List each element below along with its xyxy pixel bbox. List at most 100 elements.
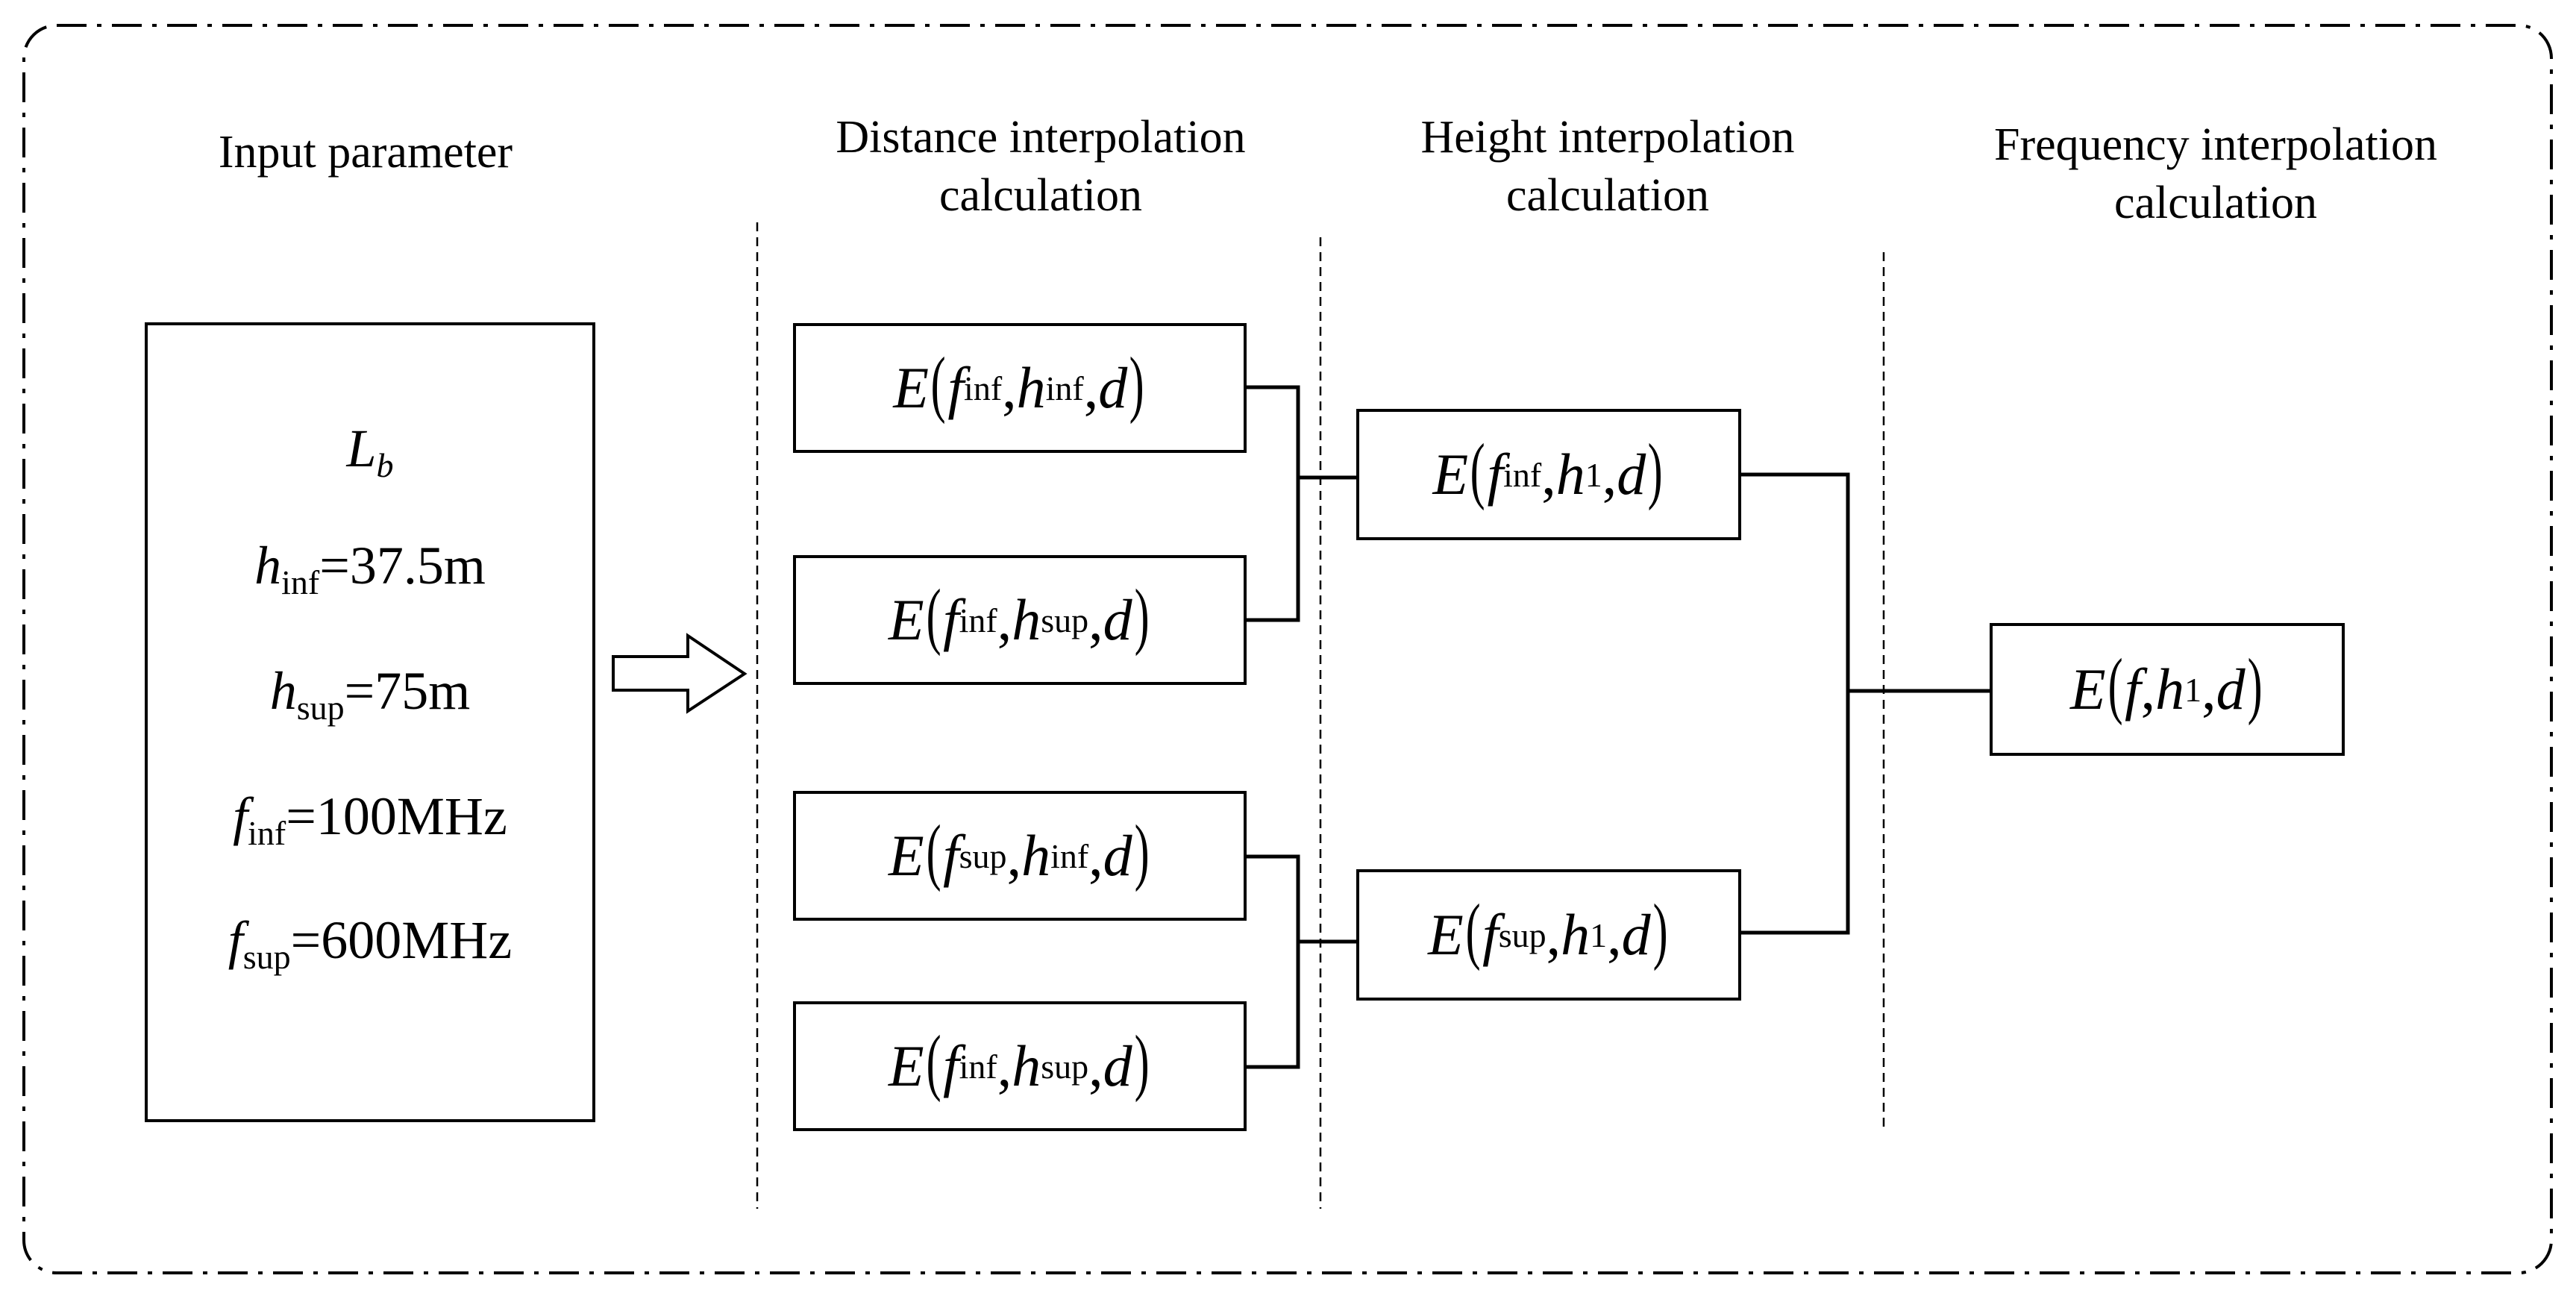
connector-height-to-frequency — [1739, 472, 1990, 935]
header-input-parameter: Input parameter — [218, 127, 513, 178]
formula-symbol: , — [1602, 442, 1617, 507]
formula-paren: ( — [930, 342, 946, 425]
formula-symbol: , — [1083, 355, 1099, 420]
formula-symbol: h — [1016, 355, 1046, 420]
formula-symbol: , — [1002, 355, 1017, 420]
param-part: f — [228, 910, 243, 970]
param-lb: Lb — [148, 415, 592, 499]
formula-symbol: d — [1621, 902, 1651, 967]
formula-symbol: h — [1561, 902, 1591, 967]
formula-paren: ) — [1129, 342, 1144, 425]
param-part: =75m — [344, 661, 471, 721]
formula-paren: ) — [1134, 574, 1150, 657]
formula-subscript: 1 — [1585, 455, 1602, 494]
formula-symbol: f — [942, 823, 959, 888]
formula-symbol: , — [997, 1033, 1012, 1098]
formula-subscript: 1 — [2184, 670, 2202, 709]
param-part: L — [346, 419, 377, 478]
formula-symbol: d — [1103, 823, 1132, 888]
formula-subscript: sup — [1041, 601, 1089, 639]
formula-paren: ( — [1465, 889, 1481, 971]
formula-paren: ( — [926, 810, 941, 892]
formula-paren: ( — [926, 1020, 941, 1103]
formula-symbol: f — [947, 355, 965, 420]
formula-symbol: h — [1012, 1033, 1041, 1098]
formula-subscript: inf — [959, 1047, 997, 1086]
param-part: =37.5m — [319, 536, 486, 595]
formula-symbol: f — [1482, 902, 1499, 967]
formula-symbol: , — [1088, 823, 1103, 888]
formula-symbol: f — [942, 587, 959, 652]
param-h-inf: hinf=37.5m — [148, 532, 592, 616]
param-subscript: sup — [242, 938, 291, 976]
formula-symbol: E — [893, 355, 930, 420]
param-h-sup: hsup=75m — [148, 657, 592, 742]
header-distance-interpolation: Distance interpolation calculation — [836, 112, 1246, 221]
formula-symbol: f — [2124, 657, 2141, 722]
formula-symbol: d — [1103, 587, 1132, 652]
formula-symbol: d — [1103, 1033, 1132, 1098]
formula-subscript: inf — [964, 369, 1003, 407]
formula-symbol: , — [1541, 442, 1556, 507]
param-part: =600MHz — [290, 910, 513, 970]
connector-bottom-pair — [1244, 854, 1356, 1069]
param-part: h — [269, 661, 297, 721]
formula-symbol: h — [1012, 587, 1041, 652]
formula-paren: ( — [926, 574, 941, 657]
formula-symbol: h — [2155, 657, 2185, 722]
formula-subscript: inf — [1503, 455, 1542, 494]
formula-symbol: d — [1617, 442, 1646, 507]
param-part: h — [254, 536, 282, 595]
formula-symbol: , — [997, 587, 1012, 652]
formula-symbol: h — [1021, 823, 1051, 888]
formula-subscript: inf — [1050, 836, 1089, 875]
header-height-interpolation: Height interpolation calculation — [1420, 112, 1795, 221]
formula-symbol: , — [1088, 587, 1103, 652]
formula-paren: ( — [2108, 643, 2123, 726]
formula-symbol: , — [2140, 657, 2156, 722]
formula-symbol: h — [1555, 442, 1585, 507]
formula-symbol: d — [1098, 355, 1128, 420]
formula-subscript: inf — [959, 601, 997, 639]
formula-symbol: f — [1487, 442, 1504, 507]
param-subscript: inf — [248, 814, 286, 852]
param-subscript: b — [376, 446, 394, 484]
connector-top-pair — [1244, 385, 1356, 622]
param-part: =100MHz — [286, 786, 507, 846]
formula-symbol: d — [2216, 657, 2246, 722]
formula-subscript: 1 — [1590, 915, 1608, 954]
header-frequency-interpolation: Frequency interpolation calculation — [1994, 119, 2437, 228]
formula-symbol: E — [889, 1033, 924, 1098]
formula-paren: ( — [1470, 428, 1485, 511]
formula-symbol: E — [889, 587, 924, 652]
formula-symbol: , — [2201, 657, 2216, 722]
formula-symbol: , — [1006, 823, 1022, 888]
formula-symbol: E — [1428, 902, 1464, 967]
arrow-right-icon — [612, 633, 748, 714]
formula-symbol: E — [1432, 442, 1469, 507]
param-part: f — [233, 786, 248, 846]
param-f-inf: finf=100MHz — [148, 783, 592, 867]
formula-symbol: E — [2070, 657, 2106, 722]
formula-subscript: sup — [1041, 1047, 1089, 1086]
formula-subscript: sup — [959, 836, 1007, 875]
formula-paren: ) — [1134, 810, 1150, 892]
formula-symbol: f — [942, 1033, 959, 1098]
formula-symbol: , — [1546, 902, 1561, 967]
formula-symbol: , — [1607, 902, 1622, 967]
outer-border — [22, 24, 2553, 1274]
formula-subscript: sup — [1498, 915, 1546, 954]
formula-symbol: , — [1088, 1033, 1103, 1098]
formula-paren: ) — [1134, 1020, 1150, 1103]
param-subscript: sup — [296, 689, 345, 727]
formula-subscript: inf — [1045, 369, 1084, 407]
formula-paren: ) — [1647, 428, 1663, 511]
